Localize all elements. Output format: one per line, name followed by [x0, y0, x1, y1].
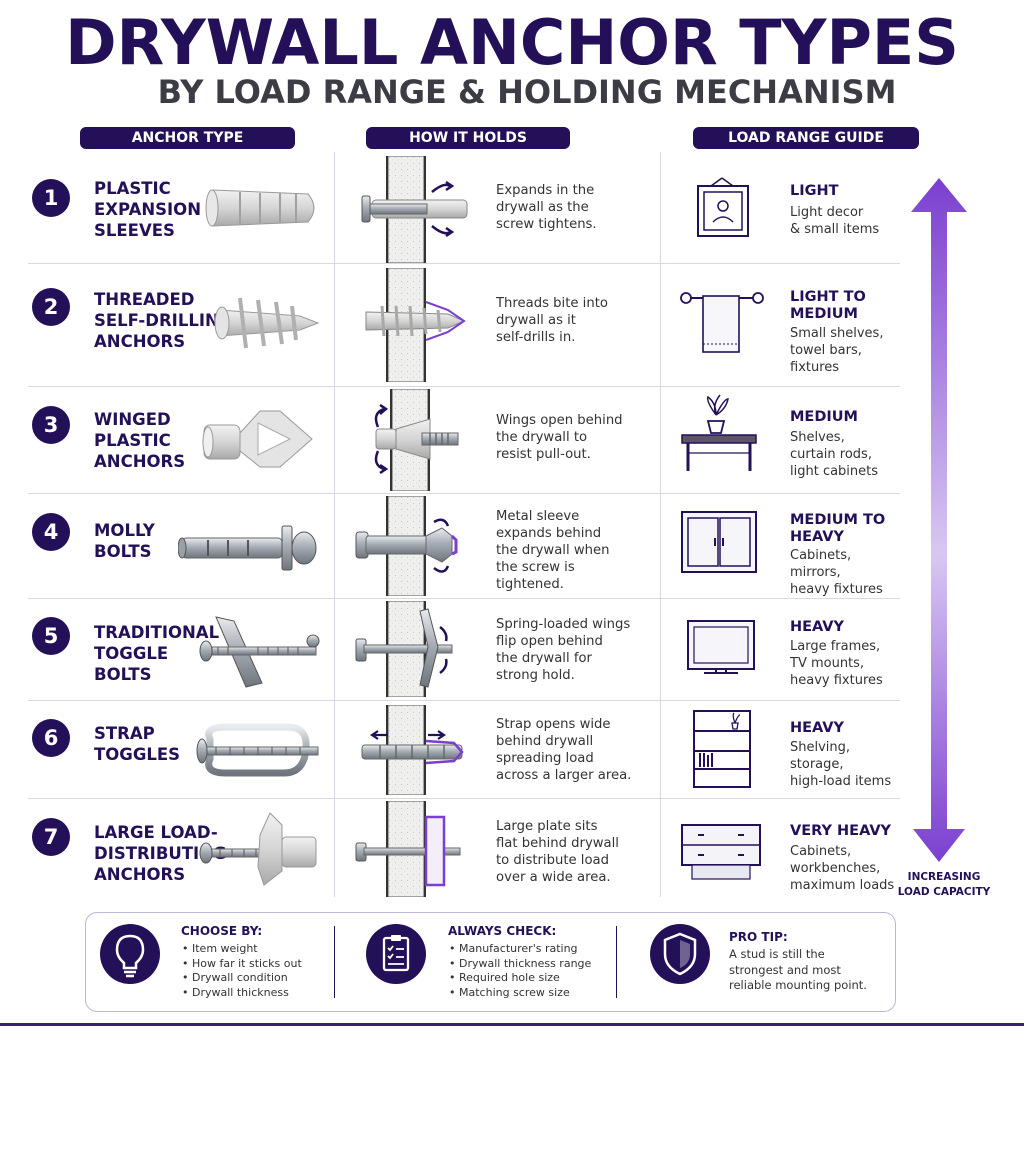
always-check-heading: ALWAYS CHECK: — [448, 924, 557, 938]
anchor-name: MOLLY BOLTS — [94, 521, 155, 561]
winged-anchor-icon — [202, 410, 313, 468]
tv-icon — [687, 620, 755, 674]
load-examples: Cabinets, workbenches, maximum loads — [790, 844, 895, 893]
list-item: Required hole size — [449, 971, 591, 986]
bookshelf-icon — [693, 710, 751, 788]
list-item: Drywall condition — [182, 971, 302, 986]
row-number: 1 — [32, 179, 70, 217]
lightbulb-icon — [100, 924, 160, 984]
row-divider — [28, 798, 900, 799]
row-number: 5 — [32, 617, 70, 655]
choose-by-list: Item weight How far it sticks out Drywal… — [182, 942, 302, 1000]
anchor-row: 5 TRADITIONAL TOGGLE BOLTS Spring-loaded… — [0, 599, 1024, 700]
strap-mechanism-diagram — [361, 705, 464, 795]
tip-divider — [334, 926, 335, 998]
workbench-icon — [681, 824, 761, 880]
page-title: DRYWALL ANCHOR TYPES — [65, 6, 959, 79]
mechanism-description: Expands in the drywall as the screw tigh… — [496, 183, 597, 232]
anchor-name: TRADITIONAL TOGGLE BOLTS — [94, 623, 220, 684]
cabinet-icon — [681, 511, 757, 573]
list-item: Item weight — [182, 942, 302, 957]
row-number: 3 — [32, 406, 70, 444]
anchor-row: 1 PLASTIC EXPANSION SLEEVES Expands in t… — [0, 152, 1024, 263]
toggle-mechanism-diagram — [355, 601, 453, 697]
row-number: 7 — [32, 818, 70, 856]
plate-anchor-icon — [199, 812, 317, 886]
increasing-load-arrow — [911, 178, 967, 862]
shield-icon — [650, 924, 710, 984]
load-level: HEAVY — [790, 619, 844, 635]
load-level: HEAVY — [790, 720, 844, 736]
anchor-row: 4 MOLLY BOLTS Metal sleeve expands behin… — [0, 494, 1024, 598]
mechanism-description: Wings open behind the drywall to resist … — [496, 413, 623, 462]
always-check-list: Manufacturer's rating Drywall thickness … — [449, 942, 591, 1000]
pro-tip-heading: PRO TIP: — [729, 930, 788, 944]
molly-bolt-icon — [178, 525, 317, 571]
anchor-name: THREADED SELF-DRILLING ANCHORS — [94, 290, 233, 351]
anchor-name: LARGE LOAD- DISTRIBUTING ANCHORS — [94, 823, 227, 884]
load-level: VERY HEAVY — [790, 823, 892, 839]
row-divider — [28, 493, 900, 494]
molly-mechanism-diagram — [355, 496, 458, 596]
threaded-anchor-icon — [214, 297, 320, 349]
mechanism-description: Strap opens wide behind drywall spreadin… — [496, 717, 632, 783]
anchor-name: WINGED PLASTIC ANCHORS — [94, 410, 186, 471]
list-item: How far it sticks out — [182, 957, 302, 972]
column-divider — [334, 152, 335, 897]
pro-tip-text: A stud is still the strongest and most r… — [729, 947, 867, 992]
clipboard-icon — [366, 924, 426, 984]
mechanism-description: Large plate sits flat behind drywall to … — [496, 819, 619, 885]
list-item: Manufacturer's rating — [449, 942, 591, 957]
load-level: LIGHT — [790, 183, 839, 199]
row-divider — [28, 263, 900, 264]
plate-mechanism-diagram — [355, 801, 461, 897]
choose-by-heading: CHOOSE BY: — [181, 924, 263, 938]
row-divider — [28, 598, 900, 599]
anchor-name: STRAP TOGGLES — [94, 724, 181, 764]
winged-mechanism-diagram — [374, 389, 459, 491]
load-examples: Light decor & small items — [790, 205, 880, 237]
strap-toggle-icon — [196, 723, 319, 777]
shelf-plant-icon — [681, 394, 757, 471]
anchor-name: PLASTIC EXPANSION SLEEVES — [94, 179, 202, 240]
picture-frame-icon — [697, 177, 749, 237]
threaded-mechanism-diagram — [365, 268, 466, 382]
load-examples: Shelving, storage, high-load items — [790, 740, 892, 789]
row-number: 4 — [32, 513, 70, 551]
list-item: Drywall thickness range — [449, 957, 591, 972]
load-level: LIGHT TO MEDIUM — [790, 289, 866, 322]
load-level: MEDIUM TO HEAVY — [790, 512, 886, 545]
page-subtitle: BY LOAD RANGE & HOLDING MECHANISM — [157, 73, 897, 111]
row-number: 6 — [32, 719, 70, 757]
column-header-how-it-holds: HOW IT HOLDS — [366, 127, 570, 149]
load-examples: Shelves, curtain rods, light cabinets — [790, 430, 879, 479]
tips-panel — [85, 912, 896, 1012]
towel-bar-icon — [680, 292, 764, 353]
arrow-label: INCREASING LOAD CAPACITY — [897, 871, 991, 898]
column-header-load-range: LOAD RANGE GUIDE — [693, 127, 919, 149]
toggle-bolt-icon — [199, 616, 320, 688]
row-divider — [28, 386, 900, 387]
list-item: Matching screw size — [449, 986, 591, 1001]
load-examples: Cabinets, mirrors, heavy fixtures — [790, 548, 883, 597]
column-header-anchor-type: ANCHOR TYPE — [80, 127, 295, 149]
row-number: 2 — [32, 288, 70, 326]
mechanism-description: Threads bite into drywall as it self-dri… — [496, 296, 608, 345]
load-examples: Small shelves, towel bars, fixtures — [790, 326, 884, 375]
list-item: Drywall thickness — [182, 986, 302, 1001]
anchor-row: 6 STRAP TOGGLES Strap opens wide behind … — [0, 701, 1024, 798]
column-divider — [660, 152, 661, 897]
bottom-rule — [0, 1023, 1024, 1026]
expansion-mechanism-diagram — [361, 156, 468, 263]
anchor-row: 7 LARGE LOAD- DISTRIBUTING ANCHORS Large… — [0, 799, 1024, 899]
mechanism-description: Metal sleeve expands behind the drywall … — [496, 509, 610, 592]
load-level: MEDIUM — [790, 409, 858, 425]
tip-divider — [616, 926, 617, 998]
plastic-sleeve-icon — [205, 189, 315, 227]
anchor-row: 2 THREADED SELF-DRILLING ANCHORS Threads… — [0, 264, 1024, 386]
mechanism-description: Spring-loaded wings flip open behind the… — [496, 617, 631, 683]
anchor-row: 3 WINGED PLASTIC ANCHORS Wings open behi… — [0, 387, 1024, 493]
row-divider — [28, 700, 900, 701]
load-examples: Large frames, TV mounts, heavy fixtures — [790, 639, 883, 688]
